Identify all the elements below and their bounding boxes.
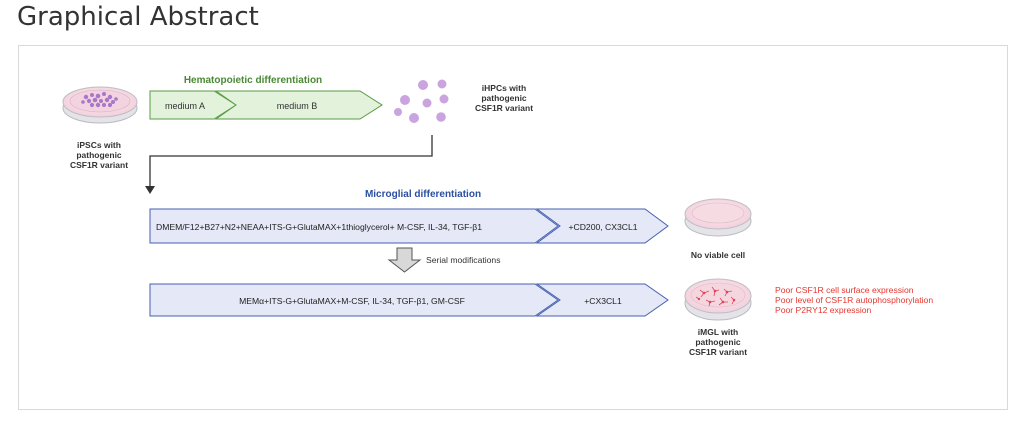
down-arrow-icon [387,247,422,273]
ihpc-label-line3: CSF1R variant [475,103,533,113]
ipsc-label-line1: iPSCs with [77,140,121,150]
microglial-heading: Microglial differentiation [365,189,481,200]
finding-1: Poor CSF1R cell surface expression [775,285,914,295]
ihpc-cells-icon [394,79,449,123]
protocol1-main-label: DMEM/F12+B27+N2+NEAA+ITS-G+GlutaMAX+1thi… [156,222,482,232]
imgl-label-line1: iMGL with [698,327,738,337]
ipsc-label-line2: pathogenic [76,150,122,160]
no-viable-label: No viable cell [691,250,745,260]
imgl-label-line2: pathogenic [695,337,741,347]
protocol1-end-label: +CD200, CX3CL1 [568,222,637,232]
protocol1-main-arrow [149,208,559,244]
connector-arrowhead [145,186,155,194]
hematopoietic-heading: Hematopoietic differentiation [184,75,322,86]
ihpc-label-line1: iHPCs with [482,83,526,93]
medium-a-arrow [149,90,237,120]
ihpc-label-line2: pathogenic [481,93,527,103]
medium-a-label: medium A [165,101,205,111]
imgl-dish-icon [684,278,752,321]
imgl-label-line3: CSF1R variant [689,347,747,357]
finding-3: Poor P2RY12 expression [775,305,872,315]
modification-label: Serial modifications [426,255,501,265]
finding-2: Poor level of CSF1R autophosphorylation [775,295,933,305]
protocol2-end-arrow [535,283,669,317]
ipsc-label-line3: CSF1R variant [70,160,128,170]
medium-b-arrow [214,90,383,120]
ipsc-dish-icon [62,86,138,124]
medium-b-label: medium B [277,101,318,111]
protocol2-end-label: +CX3CL1 [584,296,622,306]
protocol2-main-arrow [149,283,559,317]
empty-dish-icon [684,198,752,237]
protocol2-main-label: MEMα+ITS-G+GlutaMAX+M-CSF, IL-34, TGF-β1… [239,296,465,306]
connector-arrow [149,135,433,188]
protocol1-end-arrow [535,208,669,244]
page-title: Graphical Abstract [17,2,259,32]
